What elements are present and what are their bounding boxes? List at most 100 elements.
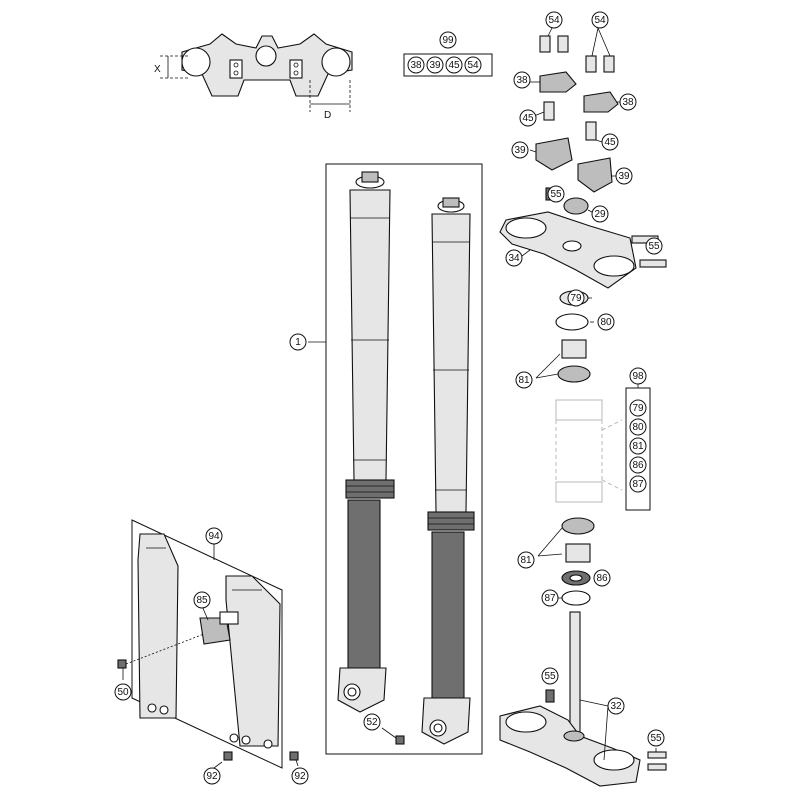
callout-label: 54 (548, 15, 560, 26)
callout-label: 55 (648, 241, 660, 252)
callout-circle (597, 313, 615, 331)
callout-81-c81b: 81 (517, 551, 535, 569)
callout-label: 81 (520, 555, 532, 566)
callout-label: 86 (596, 573, 608, 584)
callout-label: 55 (544, 671, 556, 682)
callout-circle (291, 767, 309, 785)
callout-circle (567, 289, 585, 307)
kit-item-label: 86 (632, 460, 644, 471)
kit-item-label: 38 (410, 60, 422, 71)
callout-label: 79 (570, 293, 582, 304)
width-dimension-label: D (324, 110, 331, 121)
callout-circle (289, 333, 307, 351)
callout-54-c54a: 54 (545, 11, 563, 29)
callout-circle (545, 11, 563, 29)
callout-39-c39b: 39 (615, 167, 633, 185)
callout-label: 45 (604, 137, 616, 148)
callout-circle (547, 185, 565, 203)
callout-circle (513, 71, 531, 89)
callout-55-c55d: 55 (647, 729, 665, 747)
callout-32-c32: 32 (607, 697, 625, 715)
bolt-52 (381, 727, 405, 745)
left-fork-leg (337, 171, 395, 713)
callout-circle (541, 589, 559, 607)
kit-item-label: 45 (448, 60, 460, 71)
callout-92-c92b: 92 (291, 767, 309, 785)
callout-circle (607, 697, 625, 715)
callout-circle (511, 141, 529, 159)
callout-38-c38b: 38 (619, 93, 637, 111)
lower-triple-clamp (499, 611, 667, 787)
callout-85-c85: 85 (193, 591, 211, 609)
callout-label: 45 (522, 113, 534, 124)
steering-bearing-lower (537, 517, 595, 606)
callout-circle (591, 205, 609, 223)
callout-label: 32 (610, 701, 622, 712)
kit-item-label: 79 (632, 403, 644, 414)
callout-circle (601, 133, 619, 151)
kit-item-label: 39 (429, 60, 441, 71)
callout-50-c50: 50 (114, 683, 132, 701)
callout-circle (363, 713, 381, 731)
callout-circle (205, 527, 223, 545)
kit-item-label: 87 (632, 479, 644, 490)
callout-circle (114, 683, 132, 701)
callout-label: 87 (544, 593, 556, 604)
callout-label: 1 (295, 337, 301, 348)
callout-circle (619, 93, 637, 111)
triple-clamp-dimension-sketch: X D (154, 33, 353, 121)
fork-assembly-frame (325, 163, 483, 755)
callout-38-c38a: 38 (513, 71, 531, 89)
callout-45-c45b: 45 (601, 133, 619, 151)
callout-circle (515, 371, 533, 389)
callout-81-c81a: 81 (515, 371, 533, 389)
callout-layer: 1 29 32 34 38 38 39 39 45 45 50 52 54 54 55 55 55 55 79 80 8… (114, 11, 665, 785)
callout-54-c54b: 54 (591, 11, 609, 29)
callout-label: 55 (650, 733, 662, 744)
callout-34-c34: 34 (505, 249, 523, 267)
callout-label: 80 (600, 317, 612, 328)
kit-item-label: 54 (467, 60, 479, 71)
callout-label: 94 (208, 531, 220, 542)
callout-1-c1: 1 (289, 333, 307, 351)
callout-circle (519, 109, 537, 127)
callout-92-c92a: 92 (203, 767, 221, 785)
callout-55-c55a: 55 (547, 185, 565, 203)
callout-79-c79: 79 (567, 289, 585, 307)
callout-39-c39a: 39 (511, 141, 529, 159)
callout-45-c45a: 45 (519, 109, 537, 127)
callout-29-c29: 29 (591, 205, 609, 223)
callout-55-c55b: 55 (645, 237, 663, 255)
kit-99: 99 38 39 45 54 (407, 31, 482, 74)
callout-label: 92 (294, 771, 306, 782)
kit-number-label: 99 (442, 35, 454, 46)
callout-label: 29 (594, 209, 606, 220)
callout-circle (541, 667, 559, 685)
callout-label: 52 (366, 717, 378, 728)
callout-55-c55c: 55 (541, 667, 559, 685)
callout-label: 81 (518, 375, 530, 386)
callout-label: 85 (196, 595, 208, 606)
callout-label: 92 (206, 771, 218, 782)
callout-circle (645, 237, 663, 255)
callout-circle (615, 167, 633, 185)
fork-protector-group (117, 519, 299, 769)
callout-94-c94: 94 (205, 527, 223, 545)
callout-label: 38 (516, 75, 528, 86)
handlebar-clamp-upper (530, 71, 622, 113)
callout-circle (517, 551, 535, 569)
kit-item-label: 81 (632, 441, 644, 452)
callout-label: 50 (117, 687, 129, 698)
callout-80-c80: 80 (597, 313, 615, 331)
steering-head-tube-ghost (555, 384, 651, 511)
kit-99-group (403, 53, 493, 77)
callout-86-c86: 86 (593, 569, 611, 587)
callout-circle (203, 767, 221, 785)
callout-circle (591, 11, 609, 29)
upper-triple-clamp (499, 187, 667, 289)
steering-bearing-upper (535, 290, 594, 383)
callout-52-c52: 52 (363, 713, 381, 731)
offset-dimension-label: X (154, 64, 161, 75)
right-fork-leg (421, 197, 475, 745)
